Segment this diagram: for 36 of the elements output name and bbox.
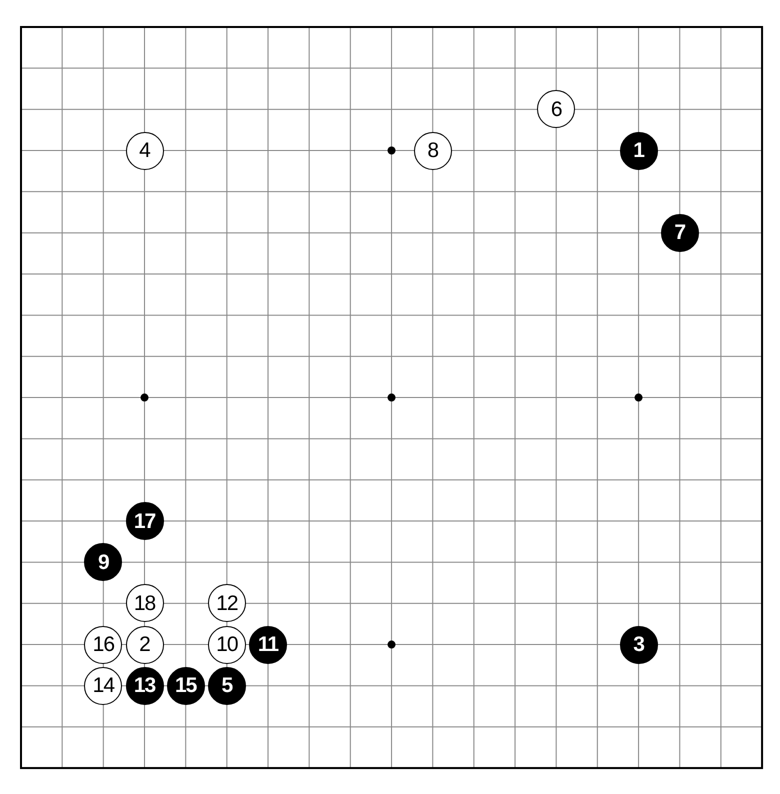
- move-number: 12: [216, 592, 238, 614]
- go-stone: [249, 626, 288, 664]
- move-number: 1: [633, 140, 644, 161]
- go-stone: [660, 214, 699, 252]
- move-number: 11: [258, 634, 278, 656]
- go-stone: [84, 543, 122, 582]
- go-stone: [126, 584, 164, 622]
- go-stone: [126, 666, 164, 705]
- move-number: 6: [550, 98, 562, 120]
- go-stone: [126, 132, 164, 170]
- go-stone: [208, 626, 246, 664]
- move-number: 4: [139, 140, 150, 161]
- move-number: 17: [134, 510, 156, 532]
- move-number: 8: [427, 140, 438, 161]
- move-number: 14: [92, 675, 114, 696]
- move-number: 15: [174, 675, 196, 696]
- move-number: 5: [222, 675, 232, 696]
- go-stone: [208, 666, 246, 705]
- go-stone: [126, 626, 164, 664]
- go-stone: [84, 666, 122, 705]
- go-stone: [208, 584, 246, 622]
- go-stone: [537, 90, 576, 128]
- go-stone: [126, 502, 164, 540]
- go-stone: [166, 666, 205, 705]
- move-number: 9: [98, 552, 109, 573]
- move-number: 16: [92, 634, 114, 656]
- go-stone: [414, 132, 452, 170]
- go-stone: [620, 132, 658, 170]
- go-stone: [620, 626, 658, 664]
- move-number: 18: [134, 592, 156, 614]
- go-stone: [84, 626, 122, 664]
- move-number: 10: [216, 634, 238, 656]
- move-number: 2: [139, 634, 150, 656]
- move-number: 7: [674, 222, 686, 244]
- move-number: 13: [134, 675, 156, 696]
- move-number: 3: [633, 634, 644, 656]
